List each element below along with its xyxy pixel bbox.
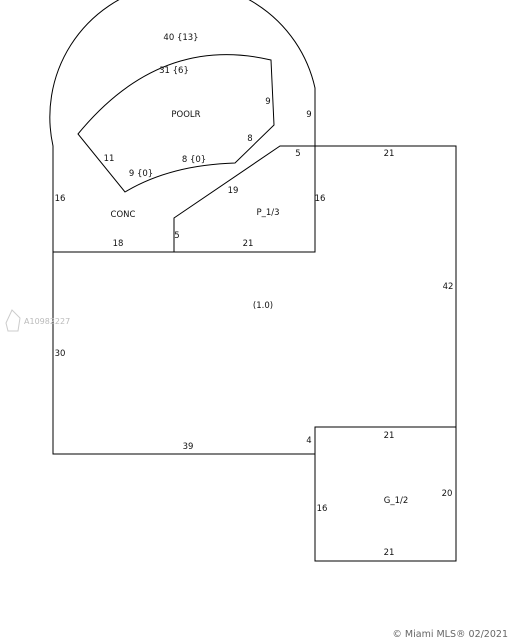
dim-patio-top-stub: 5 <box>295 149 300 159</box>
dim-outer-arc: 40 {13} <box>163 33 198 43</box>
dim-left-upper: 16 <box>55 194 66 204</box>
dim-patio-diagonal: 19 <box>228 186 239 196</box>
dim-garage-notch: 4 <box>306 436 311 446</box>
main-area-label: (1.0) <box>253 301 273 311</box>
dim-pool-right-lower: 8 <box>247 134 252 144</box>
dim-pool-top: 31 {6} <box>159 66 189 76</box>
garage-outline <box>314 426 457 562</box>
dim-garage-bottom: 21 <box>384 548 395 558</box>
dim-garage-left: 16 <box>317 504 328 514</box>
dim-pool-right-upper: 9 <box>265 97 270 107</box>
dim-conc-bottom: 18 <box>113 239 124 249</box>
building-outline <box>49 0 457 455</box>
dim-main-right: 42 <box>443 282 454 292</box>
house-outline-icon <box>5 309 21 332</box>
patio-boundary <box>173 145 315 252</box>
dim-garage-top: 21 <box>384 431 395 441</box>
dim-pool-bottom-right: 8 {0} <box>182 155 206 165</box>
garage-label: G_1/2 <box>384 496 409 506</box>
pool-outline <box>77 54 275 193</box>
patio-label: P_1/3 <box>256 208 279 218</box>
concrete-label: CONC <box>111 210 136 220</box>
dim-main-top-right: 21 <box>384 149 395 159</box>
divider-line <box>53 146 316 253</box>
dim-main-left: 30 <box>55 349 66 359</box>
dim-patio-right: 16 <box>315 194 326 204</box>
dim-patio-bottom: 21 <box>243 239 254 249</box>
watermark-listing-id: A10982227 <box>24 317 70 326</box>
dim-main-bottom: 39 <box>183 442 194 452</box>
dim-garage-right: 20 <box>442 489 453 499</box>
dim-patio-left: 5 <box>174 231 179 241</box>
dim-pool-bottom-left: 9 {0} <box>129 169 153 179</box>
pool-label: POOLR <box>171 110 200 120</box>
dim-pool-left: 11 <box>104 154 115 164</box>
dim-arc-right: 9 <box>306 110 311 120</box>
mls-credit: © Miami MLS® 02/2021 <box>392 629 508 640</box>
